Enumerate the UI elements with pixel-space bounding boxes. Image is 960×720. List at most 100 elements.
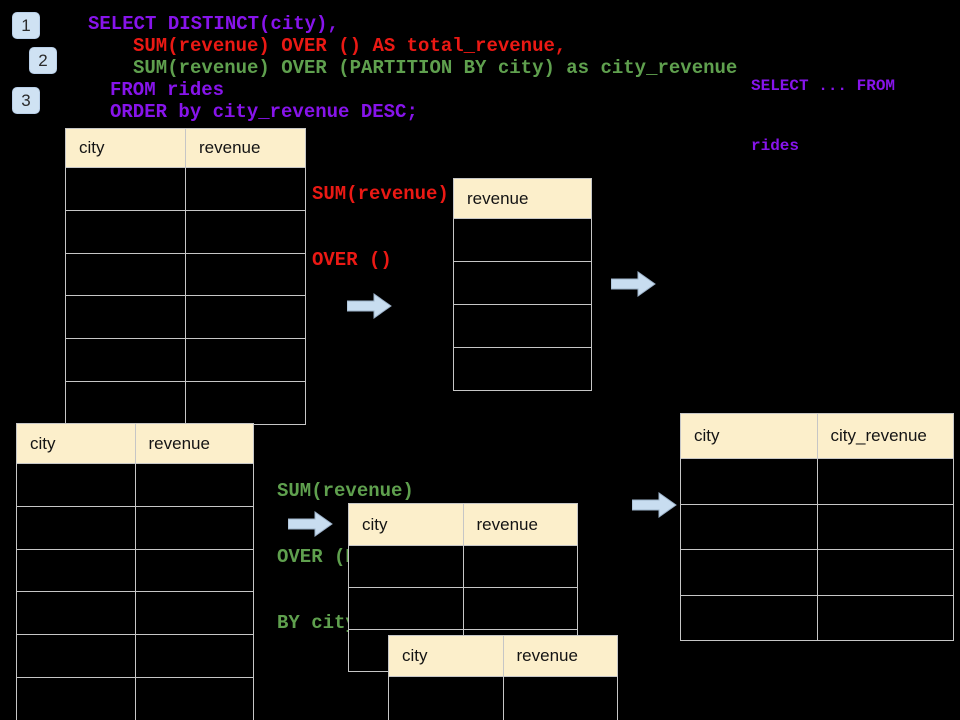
empty-cell	[66, 168, 186, 210]
empty-cell	[464, 588, 578, 629]
annotation-total-revenue: SUM(revenue) OVER ()	[312, 139, 449, 315]
arrow-right-icon	[288, 511, 333, 537]
table-row	[66, 209, 305, 253]
arrow-right-icon	[347, 293, 392, 319]
empty-cell	[136, 635, 254, 677]
table-row	[454, 304, 591, 347]
empty-cell	[349, 546, 464, 587]
empty-cell	[17, 549, 136, 592]
sql-line-order-by: ORDER by city_revenue DESC;	[110, 101, 418, 123]
table-row	[681, 594, 954, 641]
empty-cell	[17, 506, 136, 549]
step-badge-2: 2	[29, 47, 57, 74]
empty-cell	[17, 464, 136, 506]
empty-cell	[454, 348, 591, 390]
empty-cell	[66, 339, 186, 381]
empty-cell	[186, 168, 305, 210]
empty-cell	[17, 677, 136, 720]
table-row	[454, 347, 591, 390]
empty-cell	[66, 381, 186, 424]
empty-cell	[66, 253, 186, 296]
annotation-line: OVER ()	[312, 249, 392, 271]
empty-cell	[681, 504, 818, 549]
empty-cell	[136, 678, 254, 720]
annotation-line: SUM(revenue)	[312, 183, 449, 205]
empty-cell	[818, 459, 954, 504]
table-row	[17, 591, 254, 635]
empty-cell	[681, 595, 818, 640]
sql-line-sum-total: SUM(revenue) OVER () AS total_revenue,	[133, 35, 567, 57]
table-row	[349, 545, 577, 587]
column-header-city_revenue: city_revenue	[817, 414, 953, 458]
step-badge-3: 3	[12, 87, 40, 114]
table-total-revenue: revenue	[453, 178, 592, 391]
empty-cell	[681, 550, 818, 595]
empty-cell	[66, 296, 186, 339]
empty-cell	[818, 505, 954, 550]
sql-line-sum-partition: SUM(revenue) OVER (PARTITION BY city) as…	[133, 57, 738, 79]
column-header-city: city	[349, 504, 464, 545]
empty-cell	[17, 635, 136, 677]
empty-cell	[464, 546, 578, 587]
empty-cell	[136, 550, 254, 592]
table-row	[389, 676, 617, 720]
column-header-revenue: revenue	[463, 504, 577, 545]
empty-cell	[818, 550, 954, 595]
empty-cell	[504, 677, 618, 720]
column-header-city: city	[17, 424, 136, 463]
empty-cell	[136, 507, 254, 549]
empty-cell	[186, 211, 305, 253]
sql-line-select: SELECT DISTINCT(city),	[88, 13, 339, 35]
table-row	[17, 634, 253, 677]
empty-cell	[136, 592, 254, 634]
empty-cell	[681, 459, 818, 504]
table-row	[66, 252, 305, 296]
step-badge-1: 1	[12, 12, 40, 39]
empty-cell	[136, 464, 254, 506]
empty-cell	[349, 588, 464, 629]
arrow-right-icon	[632, 492, 677, 518]
empty-cell	[454, 262, 591, 304]
table-row	[454, 261, 591, 304]
empty-cell	[17, 592, 136, 635]
table-row	[17, 505, 254, 549]
table-row	[17, 463, 253, 506]
side-note-line: rides	[751, 137, 800, 155]
column-header-city: city	[66, 129, 186, 167]
column-header-revenue: revenue	[186, 129, 305, 167]
table-row	[454, 218, 591, 261]
table-row	[66, 380, 305, 424]
empty-cell	[454, 219, 591, 261]
side-note-select-from-rides: SELECT ... FROM rides	[751, 36, 895, 196]
empty-cell	[186, 296, 305, 338]
table-row	[66, 338, 305, 381]
table-row	[17, 548, 254, 592]
table-row	[66, 295, 305, 339]
column-header-revenue: revenue	[454, 179, 591, 218]
column-header-revenue: revenue	[503, 636, 617, 676]
side-note-line: SELECT ... FROM	[751, 77, 896, 95]
annotation-line: SUM(revenue)	[277, 480, 414, 502]
sql-line-from: FROM rides	[110, 79, 225, 101]
column-header-revenue: revenue	[135, 424, 253, 463]
arrow-right-icon	[611, 271, 656, 297]
column-header-city: city	[389, 636, 504, 676]
empty-cell	[186, 382, 305, 424]
table-row	[681, 549, 953, 595]
table-row	[66, 167, 305, 210]
empty-cell	[186, 254, 305, 296]
empty-cell	[818, 596, 954, 641]
table-row	[349, 587, 577, 629]
empty-cell	[66, 210, 186, 253]
table-row	[17, 676, 254, 720]
empty-cell	[186, 339, 305, 381]
